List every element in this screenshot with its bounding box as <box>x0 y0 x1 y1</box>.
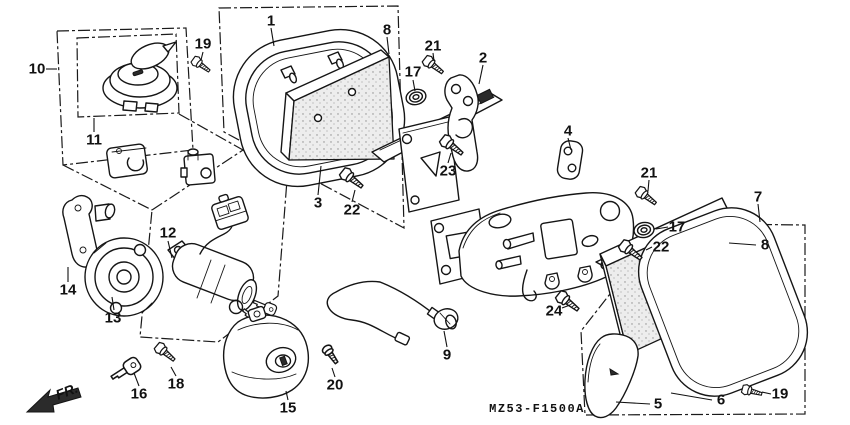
fuel-filler-cap <box>102 41 178 113</box>
part-label-11: 11 <box>86 132 102 149</box>
leader-line-19 <box>200 51 204 61</box>
frame-tab <box>544 272 560 290</box>
leader-line-23 <box>447 152 452 164</box>
part-label-22: 22 <box>653 239 670 256</box>
leader-line-15 <box>285 390 289 401</box>
leader-line-2 <box>478 64 484 85</box>
part-label-16: 16 <box>131 386 148 403</box>
part-label-6: 6 <box>717 392 725 409</box>
ignition-switch-12 <box>167 193 279 332</box>
leader-line-9 <box>443 330 448 348</box>
boundary-box-1 <box>218 5 405 230</box>
center-frame-assembly <box>430 140 646 302</box>
part-label-18: 18 <box>168 376 185 393</box>
leader-line-17 <box>655 226 669 230</box>
part-label-22: 22 <box>344 202 361 219</box>
frame-peg <box>495 255 522 270</box>
boundary-box-11 <box>76 33 180 118</box>
boundary-link-a <box>62 164 153 211</box>
leader-line-22 <box>645 246 653 251</box>
part-label-13: 13 <box>105 310 122 327</box>
leader-line-6 <box>670 392 713 401</box>
part-label-7: 7 <box>754 189 762 206</box>
screw-20 <box>320 342 342 367</box>
frame-stay-tab-4 <box>556 140 584 180</box>
front-side-cover-small <box>584 333 639 419</box>
part-label-5: 5 <box>654 396 662 413</box>
part-label-12: 12 <box>160 225 177 242</box>
boundary-box-10 <box>56 27 194 166</box>
leader-line-21 <box>432 52 435 62</box>
part-label-8: 8 <box>761 237 769 254</box>
grommet-17-left <box>403 86 429 108</box>
part-label-1: 1 <box>267 13 275 30</box>
cap-keyhole <box>132 69 144 77</box>
leader-line-5 <box>615 401 651 405</box>
part-label-23: 23 <box>440 163 457 180</box>
part-label-15: 15 <box>280 400 297 417</box>
part-label-17: 17 <box>405 64 422 81</box>
lock-housing-15 <box>222 305 310 399</box>
leader-line-18 <box>170 366 177 377</box>
part-label-10: 10 <box>29 61 46 78</box>
part-label-14: 14 <box>60 282 77 299</box>
switch-connector <box>211 193 249 230</box>
key-ring <box>228 299 244 315</box>
part-label-8: 8 <box>383 22 391 39</box>
bolt-18 <box>152 340 179 366</box>
striker-block <box>180 148 216 186</box>
fuel-lid-lock-actuator <box>106 143 148 179</box>
cover-rim <box>646 215 800 389</box>
bolt-19-right <box>740 383 764 400</box>
part-label-4: 4 <box>564 123 573 140</box>
leader-line-13 <box>111 296 115 311</box>
leader-line-3 <box>317 165 322 196</box>
lock-disc-13 <box>84 237 164 317</box>
leader-line-12 <box>167 240 173 259</box>
leader-line-1 <box>270 27 275 47</box>
part-label-9: 9 <box>443 347 451 364</box>
right-side-cover <box>637 207 809 397</box>
part-label-24: 24 <box>546 303 563 320</box>
part-label-17: 17 <box>669 219 686 236</box>
part-label-20: 20 <box>327 377 344 394</box>
bolt-21-right <box>633 184 660 209</box>
leader-line-17 <box>412 79 416 92</box>
cover-body <box>637 207 809 397</box>
part-label-2: 2 <box>479 50 487 67</box>
frame-hook-wire <box>521 269 537 302</box>
leader-line-8 <box>386 36 390 55</box>
cover-clip-stud <box>280 65 298 84</box>
frame-tab <box>577 265 593 283</box>
part-label-21: 21 <box>425 38 442 55</box>
part-label-3: 3 <box>314 195 322 212</box>
front-direction-label: FR. <box>53 380 80 403</box>
front-arrow-icon <box>25 387 82 413</box>
part-label-19: 19 <box>195 36 212 53</box>
boundary-link-b <box>178 113 244 151</box>
frame-peg <box>502 232 535 250</box>
left-cover-pad <box>280 49 395 161</box>
part-label-21: 21 <box>641 165 658 182</box>
front-direction-indicator: FR. <box>25 380 82 413</box>
part-label-19: 19 <box>772 386 789 403</box>
pad-front-face <box>288 56 395 161</box>
leader-line-24 <box>561 304 571 309</box>
leader-line-4 <box>567 137 572 151</box>
diagram-code: MZ53-F1500A <box>489 402 585 416</box>
lid-lock-cable-9 <box>326 280 459 346</box>
leader-line-20 <box>331 367 336 378</box>
leader-line-8 <box>728 242 757 246</box>
cap-bottom-tab <box>122 100 159 113</box>
leader-line-22 <box>351 189 356 203</box>
cap-lever-tip <box>162 41 177 53</box>
leader-line-7 <box>757 203 761 223</box>
leader-line-21 <box>647 179 650 192</box>
leader-line-19 <box>761 391 772 395</box>
leader-line-16 <box>133 372 140 387</box>
